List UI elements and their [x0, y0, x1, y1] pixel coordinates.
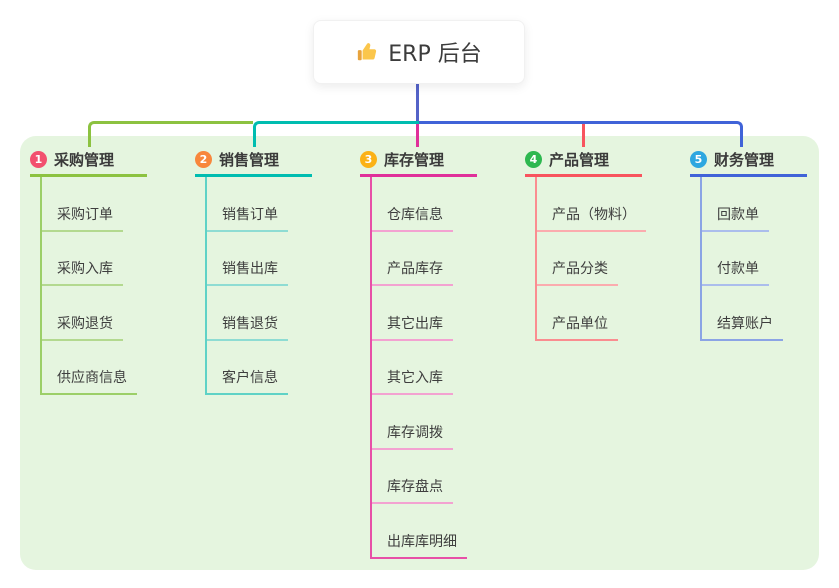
child-row: 出库库明细: [370, 504, 467, 559]
child-row: 客户信息: [205, 341, 288, 395]
child-node[interactable]: 回款单: [700, 204, 769, 232]
child-row: 产品单位: [535, 286, 646, 341]
child-row: 其它出库: [370, 286, 467, 341]
branch-index-badge: 1: [30, 151, 47, 168]
child-node[interactable]: 产品单位: [535, 313, 618, 341]
connector-branch-1: [88, 121, 253, 147]
child-node[interactable]: 供应商信息: [40, 367, 137, 395]
branch-title: 采购管理: [54, 151, 115, 169]
branch-children: 产品（物料） 产品分类产品单位: [535, 177, 646, 341]
branch-title: 产品管理: [549, 151, 610, 169]
branch-children: 销售订单销售出库销售退货客户信息: [205, 177, 288, 395]
branch-children: 回款单付款单结算账户: [700, 177, 783, 341]
child-node[interactable]: 产品库存: [370, 258, 453, 286]
branch-3: 3 库存管理仓库信息产品库存其它出库其它入库库存调拨库存盘点出库库明细: [360, 145, 477, 559]
branch-trunk-line: [535, 177, 537, 341]
child-node[interactable]: 销售退货: [205, 313, 288, 341]
branch-title: 库存管理: [384, 151, 445, 169]
child-row: 产品库存: [370, 232, 467, 286]
child-node[interactable]: 产品（物料）: [535, 204, 646, 232]
child-row: 回款单: [700, 177, 783, 232]
branch-header-4[interactable]: 4 产品管理: [525, 145, 642, 177]
child-row: 其它入库: [370, 341, 467, 395]
child-row: 销售退货: [205, 286, 288, 341]
branch-4: 4 产品管理产品（物料） 产品分类产品单位: [525, 145, 646, 341]
child-row: 产品分类: [535, 232, 646, 286]
child-node[interactable]: 销售订单: [205, 204, 288, 232]
child-node[interactable]: 出库库明细: [370, 531, 467, 559]
connector-branch-5: [419, 121, 743, 147]
child-row: 仓库信息: [370, 177, 467, 232]
child-row: 采购入库: [40, 232, 137, 286]
child-node[interactable]: 库存调拨: [370, 422, 453, 450]
child-node[interactable]: 库存盘点: [370, 476, 453, 504]
branch-header-2[interactable]: 2 销售管理: [195, 145, 312, 177]
child-row: 采购订单: [40, 177, 137, 232]
root-label: ERP 后台: [388, 42, 482, 67]
branch-1: 1 采购管理采购订单采购入库采购退货供应商信息: [30, 145, 147, 395]
branch-header-5[interactable]: 5 财务管理: [690, 145, 807, 177]
connector-branch-3: [416, 124, 419, 147]
child-node[interactable]: 仓库信息: [370, 204, 453, 232]
branch-trunk-line: [40, 177, 42, 395]
child-row: 产品（物料）: [535, 177, 646, 232]
branch-trunk-line: [700, 177, 702, 341]
child-row: 结算账户: [700, 286, 783, 341]
branch-header-3[interactable]: 3 库存管理: [360, 145, 477, 177]
child-node[interactable]: 客户信息: [205, 367, 288, 395]
branches-panel: [20, 136, 819, 570]
child-row: 付款单: [700, 232, 783, 286]
child-row: 销售订单: [205, 177, 288, 232]
branch-index-badge: 3: [360, 151, 377, 168]
branch-trunk-line: [370, 177, 372, 559]
branch-index-badge: 2: [195, 151, 212, 168]
child-row: 采购退货: [40, 286, 137, 341]
branch-children: 仓库信息产品库存其它出库其它入库库存调拨库存盘点出库库明细: [370, 177, 467, 559]
branch-header-1[interactable]: 1 采购管理: [30, 145, 147, 177]
branch-5: 5 财务管理回款单付款单结算账户: [690, 145, 807, 341]
branch-index-badge: 5: [690, 151, 707, 168]
child-node[interactable]: 采购退货: [40, 313, 123, 341]
branch-children: 采购订单采购入库采购退货供应商信息: [40, 177, 137, 395]
child-node[interactable]: 其它出库: [370, 313, 453, 341]
branch-index-badge: 4: [525, 151, 542, 168]
child-row: 库存盘点: [370, 450, 467, 504]
child-row: 库存调拨: [370, 395, 467, 450]
connector-branch-2: [253, 121, 419, 147]
child-node[interactable]: 销售出库: [205, 258, 288, 286]
branch-title: 财务管理: [714, 151, 775, 169]
child-row: 供应商信息: [40, 341, 137, 395]
child-row: 销售出库: [205, 232, 288, 286]
branch-trunk-line: [205, 177, 207, 395]
child-node[interactable]: 其它入库: [370, 367, 453, 395]
root-node[interactable]: ERP 后台: [313, 20, 525, 84]
child-node[interactable]: 采购订单: [40, 204, 123, 232]
branch-title: 销售管理: [219, 151, 280, 169]
child-node[interactable]: 采购入库: [40, 258, 123, 286]
child-node[interactable]: 结算账户: [700, 313, 783, 341]
thumbs-up-icon: [356, 41, 378, 63]
child-node[interactable]: 产品分类: [535, 258, 618, 286]
connector-branch-4: [582, 124, 585, 147]
child-node[interactable]: 付款单: [700, 258, 769, 286]
root-connector-line: [416, 83, 419, 123]
branch-2: 2 销售管理销售订单销售出库销售退货客户信息: [195, 145, 312, 395]
